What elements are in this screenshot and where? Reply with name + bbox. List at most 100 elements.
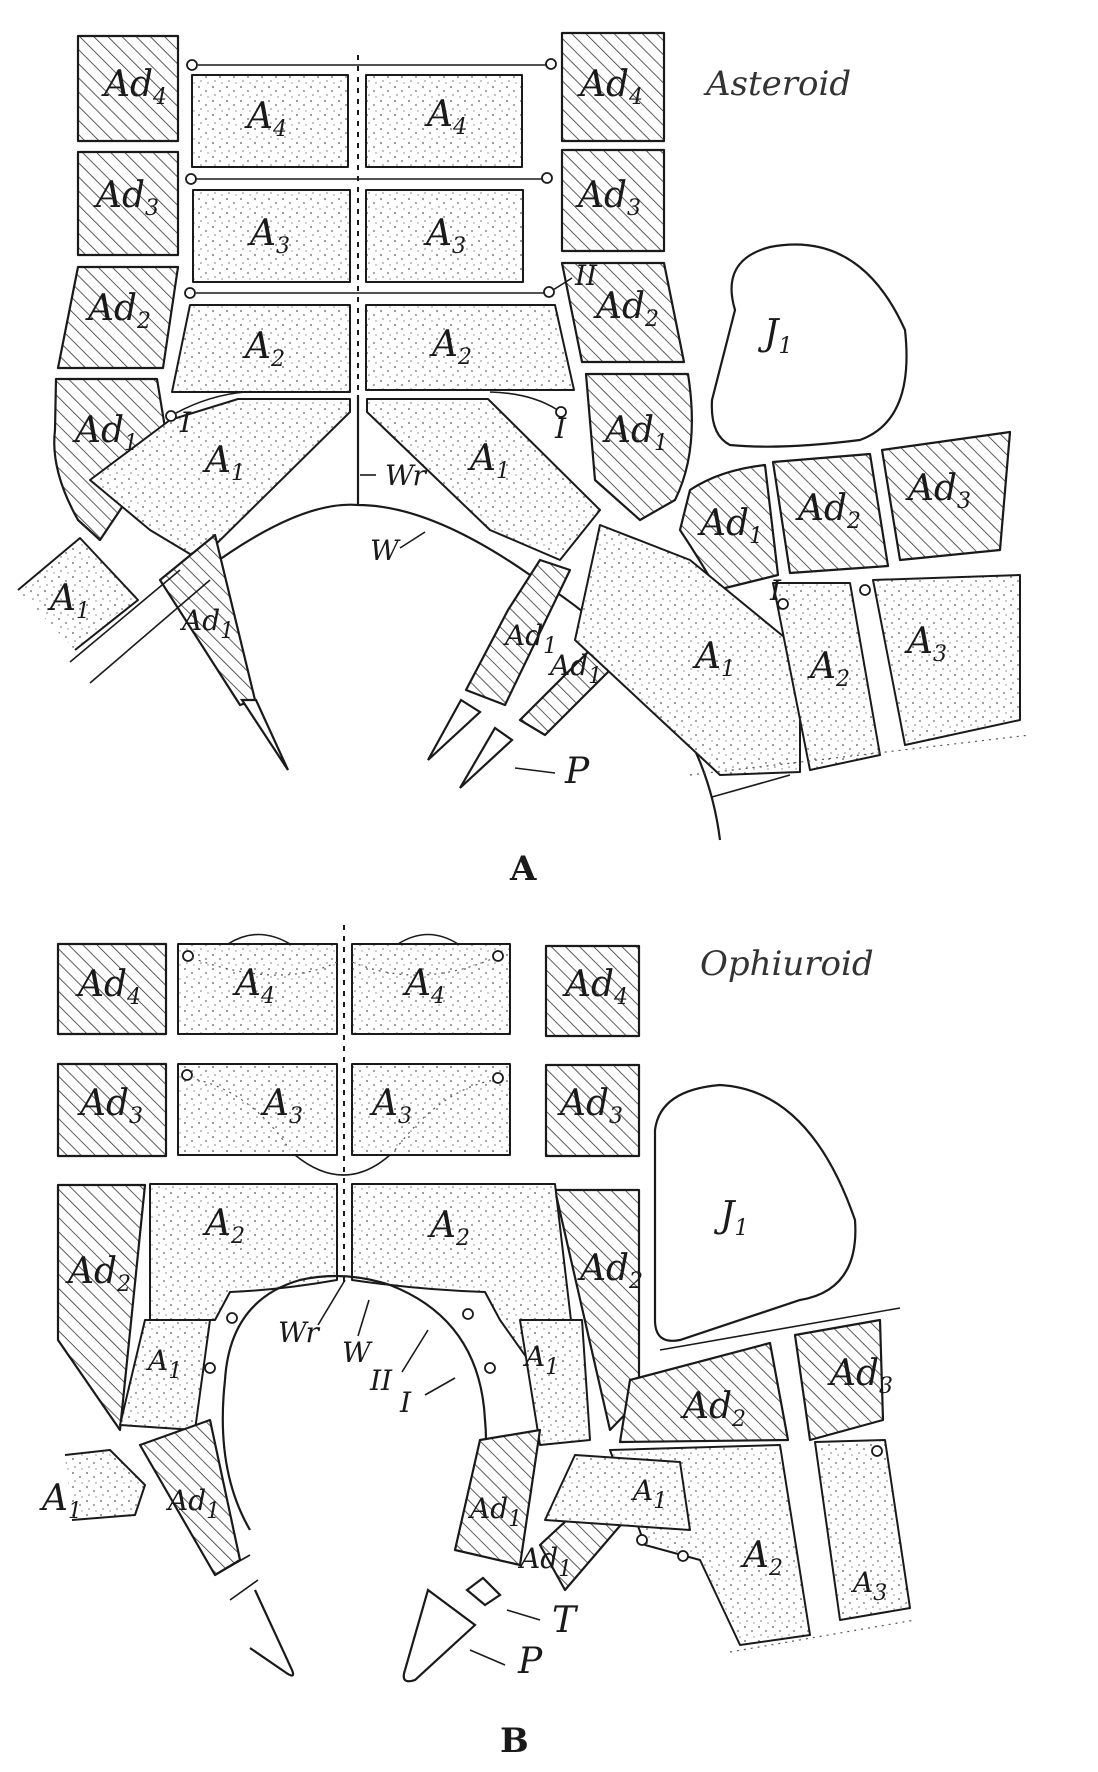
- label-adj-a3: A3: [904, 621, 947, 667]
- arm-edge: [89, 579, 211, 684]
- label-a2-right: A2: [429, 324, 472, 370]
- plate-ad1-lower-right: [464, 558, 572, 707]
- tooth-left: [239, 698, 290, 771]
- arrow-i-b: [424, 1377, 456, 1396]
- panel-label-a: A: [509, 849, 537, 889]
- pore: [185, 173, 197, 185]
- adj-plate-a3-b: [814, 1439, 911, 1621]
- plate-a1-right: [366, 398, 601, 561]
- label-a2-left: A2: [242, 326, 285, 372]
- plate-j1-b: [653, 1083, 857, 1342]
- plate-ad3-left: [76, 150, 180, 257]
- pore: [636, 1534, 648, 1546]
- label-ad3-right: Ad3: [575, 175, 641, 221]
- label-ad1-lower-right2-b: Ad1: [517, 1542, 572, 1582]
- pore: [859, 584, 871, 596]
- pore: [677, 1550, 689, 1562]
- pore-I-right: [555, 406, 567, 418]
- pore: [181, 1069, 193, 1081]
- arc-W-b: [223, 1274, 488, 1531]
- plate-a4-left: [191, 74, 349, 168]
- label-wr-b: Wr: [278, 1316, 321, 1349]
- label-ad1-lower-left: Ad1: [179, 604, 234, 644]
- pore: [204, 1362, 216, 1374]
- edge-dotted: [689, 734, 1031, 776]
- tooth-right-1: [427, 698, 482, 761]
- label-ad4-right-b: Ad4: [562, 964, 628, 1010]
- plate-j1: [710, 243, 908, 448]
- label-adj-a3-b: A3: [850, 1566, 887, 1606]
- pore: [871, 1445, 883, 1457]
- label-ad2-left: Ad2: [85, 288, 151, 334]
- arc-mid: [294, 1154, 391, 1176]
- label-ad3-left-b: Ad3: [77, 1083, 143, 1129]
- arc-top-right: [397, 933, 459, 945]
- pore: [492, 950, 504, 962]
- canal-I-right: [489, 391, 557, 410]
- plate-ad3-right: [560, 148, 666, 253]
- plate-ad4-right: [560, 31, 666, 143]
- label-adj-ad3-b: Ad3: [827, 1353, 893, 1399]
- arm-edge: [69, 569, 181, 663]
- label-a1-left: A1: [202, 440, 245, 486]
- label-ad3-right-b: Ad3: [557, 1083, 623, 1129]
- label-ad1-right: Ad1: [602, 410, 668, 456]
- pore-I-left: [165, 410, 177, 422]
- plate-a1-right-b: [519, 1319, 591, 1446]
- label-ad2-right: Ad2: [593, 286, 659, 332]
- pore: [226, 1312, 238, 1324]
- adj-plate-a2: [772, 582, 881, 771]
- pore: [492, 1072, 504, 1084]
- label-ad1-left: Ad1: [72, 410, 138, 456]
- label-adj-a1: A1: [692, 636, 735, 682]
- plate-a1-far-left: [17, 537, 139, 651]
- canal-dotted: [351, 957, 495, 976]
- edge-line-b: [659, 1307, 901, 1351]
- label-ad2-right-b: Ad2: [577, 1248, 643, 1294]
- panel-asteroid: [17, 31, 1031, 841]
- label-a1-left-b: A1: [145, 1344, 182, 1384]
- label-ad4-right: Ad4: [577, 64, 643, 110]
- label-a4-left-b: A4: [232, 963, 275, 1009]
- pore: [186, 59, 198, 71]
- plate-a1-left: [89, 398, 351, 561]
- tooth-right-2: [459, 726, 514, 789]
- plate-a2-left: [171, 304, 351, 393]
- tooth-base: [214, 1554, 251, 1576]
- plate-a2-right: [365, 304, 575, 391]
- label-I-right: I: [554, 412, 567, 445]
- plate-ad4-right-b: [544, 944, 641, 1038]
- panel-label-b: B: [500, 1721, 529, 1761]
- plate-ad4-left-b: [56, 942, 168, 1036]
- label-ad1-lower-right2: Ad1: [547, 649, 602, 689]
- label-a1-far-left: A1: [47, 578, 90, 624]
- label-a4-right-b: A4: [402, 963, 445, 1009]
- plate-ad4-left: [76, 34, 180, 143]
- plate-a2-right-b: [351, 1183, 586, 1441]
- label-t-b: T: [552, 1600, 579, 1641]
- label-adj-a2: A2: [807, 646, 850, 692]
- arrow-ii-b: [401, 1329, 429, 1373]
- label-adj-ad2-b: Ad2: [680, 1386, 746, 1432]
- title-ophiuroid: Ophiuroid: [700, 944, 874, 984]
- label-wr: Wr: [385, 459, 428, 492]
- label-adj-ad2: Ad2: [795, 488, 861, 534]
- plate-a3-left-b: [177, 1063, 338, 1156]
- plate-a1-far-left-b: [64, 1449, 146, 1521]
- label-w-b: W: [342, 1336, 373, 1369]
- adj-plate-ad2: [771, 452, 890, 575]
- plate-a3-left: [192, 189, 351, 283]
- label-adj-ad3: Ad3: [905, 468, 971, 514]
- adj-plate-a3: [872, 574, 1021, 746]
- tooth-right-b: [402, 1588, 477, 1683]
- plate-ad1-left: [53, 377, 169, 542]
- plate-a4-left-b: [177, 943, 338, 1035]
- label-ad1-lower-right-b: Ad1: [467, 1492, 522, 1532]
- arc-W-b-left: [221, 1379, 251, 1531]
- panel-a-labels: Asteroid Ad4 Ad3 Ad2 Ad1 Ad4 Ad3 Ad2 Ad1…: [47, 64, 971, 889]
- pore: [543, 286, 555, 298]
- label-a3-right: A3: [423, 213, 466, 259]
- arrow-t-b: [506, 1609, 541, 1621]
- adj-plate-ad2-b: [618, 1341, 790, 1444]
- plate-ad3-right-b: [544, 1063, 641, 1158]
